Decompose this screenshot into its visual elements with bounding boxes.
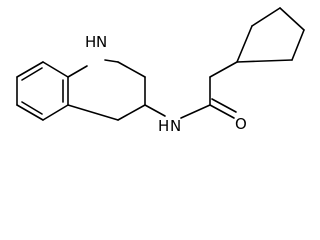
benzene-ring [16,61,69,121]
bond-double-carbonyl [209,104,235,119]
bond-aromatic [42,61,69,78]
bond-single [236,59,293,63]
piperidine-ring [67,59,146,121]
bond-aromatic [16,104,44,121]
ring-nitrogen-label: N [96,33,107,51]
bond-single [67,65,88,78]
bond-single [236,25,253,63]
amide-nitrogen-label: N [170,117,181,135]
amide-nh-hydrogen-label: H [158,117,169,135]
cyclopentane-ring [236,7,305,63]
bond-single [279,7,305,31]
ring-nh-hydrogen-label: H [85,33,96,51]
bond-single [251,7,281,27]
bond-aromatic [16,61,44,78]
bond-double-carbonyl [211,98,237,113]
bond-single [144,104,166,117]
amide-chain [144,61,238,119]
bond-single [291,29,305,61]
bond-aromatic-inner [21,101,43,115]
bond-single [180,104,211,119]
bond-single [67,104,119,121]
molecule-structure-diagram: H N H N O [16,7,305,135]
bond-single [104,59,119,63]
carbonyl-oxygen-label: O [235,115,247,133]
bond-single [117,104,146,121]
bond-single [209,61,238,78]
bond-single [117,61,146,78]
bond-aromatic [42,104,69,121]
bond-aromatic-inner [21,67,43,81]
